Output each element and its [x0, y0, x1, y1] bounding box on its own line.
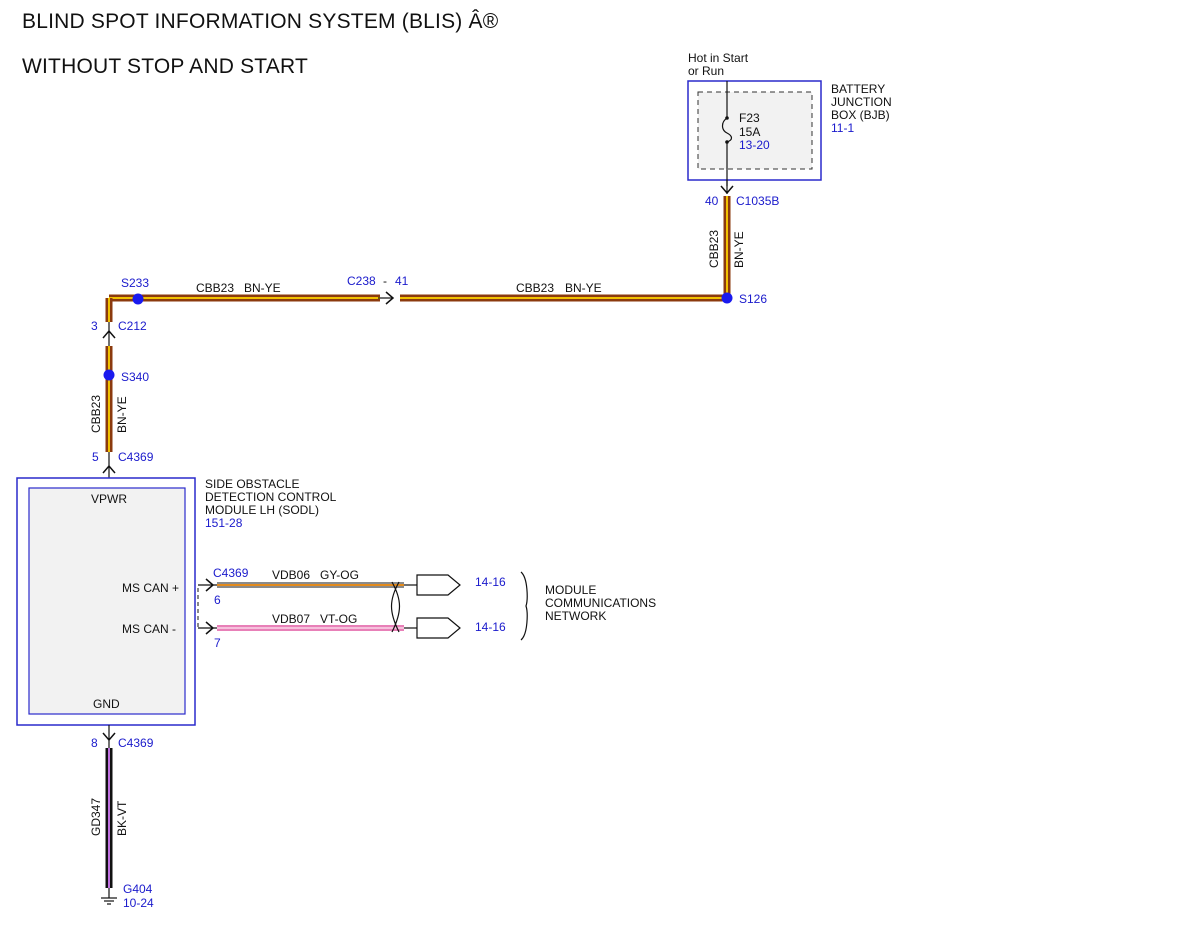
module-pin-vpwr: VPWR	[91, 492, 127, 506]
splice-s340-label: S340	[121, 370, 149, 384]
fuse-icon	[721, 117, 733, 143]
c4369-vpwr-connector-icon	[102, 464, 116, 474]
bjb-name-line1: BATTERY	[831, 82, 885, 96]
network-link-pos-icon[interactable]	[416, 574, 461, 596]
fuse-name: F23	[739, 111, 760, 125]
fuse-terminal-top	[725, 116, 729, 120]
c1035b-label: C1035B	[736, 194, 779, 208]
c4369-gnd-pin: 8	[91, 736, 98, 750]
wire-top-right-color: BN-YE	[565, 281, 602, 295]
wire-ground-circuit: GD347	[89, 798, 103, 836]
wire-can-pos-color: GY-OG	[320, 568, 359, 582]
network-ref-pos[interactable]: 14-16	[475, 575, 506, 589]
splice-s233	[132, 293, 144, 305]
bjb-ref: 11-1	[831, 121, 854, 135]
wire-ground-color: BK-VT	[115, 800, 129, 836]
bjb-name-line3: BOX (BJB)	[831, 108, 890, 122]
mscan-pos-pin: 6	[214, 593, 221, 607]
splice-s233-label: S233	[121, 276, 149, 290]
splice-s126	[721, 292, 733, 304]
wire-left-circuit: CBB23	[89, 395, 103, 433]
network-link-neg-icon[interactable]	[416, 617, 461, 639]
wire-left-color: BN-YE	[115, 396, 129, 433]
module-ref: 151-28	[205, 516, 243, 530]
network-ref-neg[interactable]: 14-16	[475, 620, 506, 634]
power-note-line2: or Run	[688, 64, 724, 78]
bjb-name-line2: JUNCTION	[831, 95, 892, 109]
c4369-gnd-connector-icon	[102, 732, 116, 742]
c238-label: C238	[347, 274, 376, 288]
network-label-line3: NETWORK	[545, 609, 606, 623]
mscan-neg-connector-icon	[205, 621, 215, 635]
c1035b-pin: 40	[705, 194, 719, 208]
c238-pin: 41	[395, 274, 409, 288]
wire-right-color: BN-YE	[732, 231, 746, 268]
diagram-title: BLIND SPOT INFORMATION SYSTEM (BLIS) Â®	[22, 10, 499, 33]
bjb-inner-box	[697, 91, 813, 170]
module-name-line2: DETECTION CONTROL	[205, 490, 337, 504]
c4369-vpwr-pin: 5	[92, 450, 99, 464]
fuse-ref: 13-20	[739, 138, 770, 152]
twisted-pair-icon	[391, 581, 401, 633]
module-inner-box	[28, 487, 186, 715]
wire-right-circuit: CBB23	[707, 230, 721, 268]
module-name-line3: MODULE LH (SODL)	[205, 503, 319, 517]
mscan-neg-pin: 7	[214, 636, 221, 650]
module-pin-mscan-pos: MS CAN +	[122, 581, 179, 595]
ground-name: G404	[123, 882, 153, 896]
diagram-subtitle: WITHOUT STOP AND START	[22, 55, 308, 78]
module-pin-gnd: GND	[93, 697, 120, 711]
c4369-mid-label: C4369	[213, 566, 249, 580]
network-label-line1: MODULE	[545, 583, 596, 597]
fuse-rating: 15A	[739, 125, 760, 139]
network-label-line2: COMMUNICATIONS	[545, 596, 656, 610]
wire-top-left-circuit: CBB23	[196, 281, 234, 295]
ground-symbol-icon	[101, 888, 117, 905]
c4369-bottom-label: C4369	[118, 736, 154, 750]
c238-connector-icon	[385, 291, 395, 305]
wire-can-neg-color: VT-OG	[320, 612, 357, 626]
wire-top-left-color: BN-YE	[244, 281, 281, 295]
module-name-line1: SIDE OBSTACLE	[205, 477, 299, 491]
module-pin-mscan-neg: MS CAN -	[122, 622, 176, 636]
c4369-top-label: C4369	[118, 450, 154, 464]
wire-top-right-circuit: CBB23	[516, 281, 554, 295]
power-note-line1: Hot in Start	[688, 51, 749, 65]
c212-label: C212	[118, 319, 147, 333]
splice-s340	[103, 369, 115, 381]
splice-s126-label: S126	[739, 292, 767, 306]
ground-ref[interactable]: 10-24	[123, 896, 154, 910]
mscan-pos-connector-icon	[205, 578, 215, 592]
wire-can-neg-circuit: VDB07	[272, 612, 310, 626]
wire-can-pos-circuit: VDB06	[272, 568, 310, 582]
c212-pin: 3	[91, 319, 98, 333]
fuse-terminal-bottom	[725, 140, 729, 144]
c238-dash: -	[383, 274, 387, 288]
network-brace-icon	[520, 571, 528, 641]
